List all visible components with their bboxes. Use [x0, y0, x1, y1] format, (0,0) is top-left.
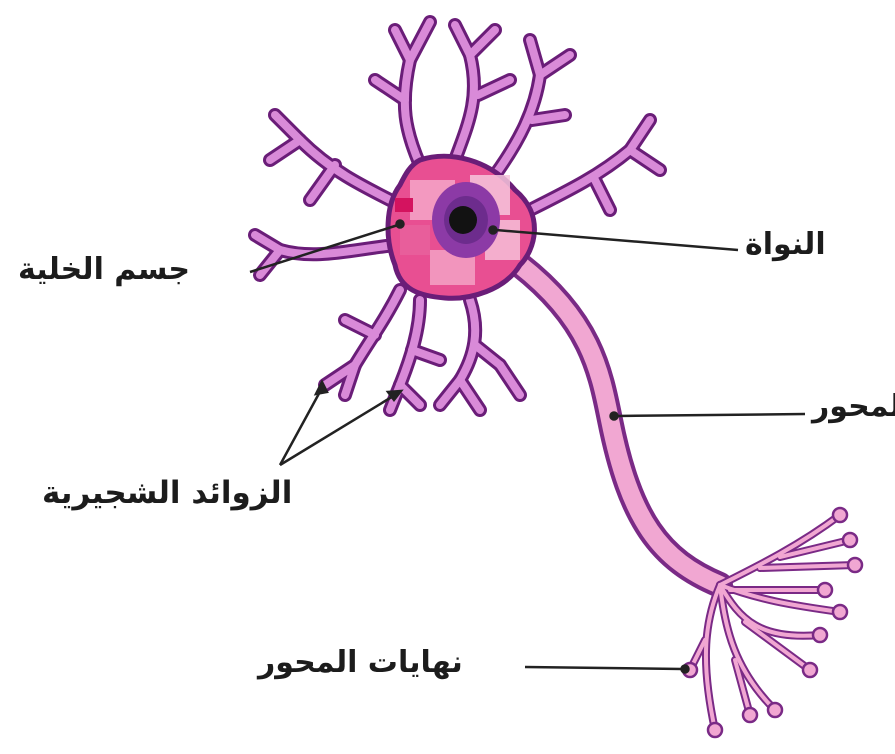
- label-axon: المحور: [812, 392, 895, 422]
- axon: [520, 265, 720, 585]
- label-cell-body: جسم الخلية: [18, 255, 190, 285]
- axon-leader-line: [611, 413, 806, 420]
- axon-terminals: [683, 508, 862, 737]
- nucleus: [432, 182, 500, 258]
- axon-terminals-leader-line: [525, 666, 689, 673]
- label-axon-terminals: نهايات المحور: [258, 648, 463, 678]
- label-nucleus: النواة: [745, 230, 826, 260]
- label-dendrites: الزوائد الشجيرية: [42, 478, 292, 509]
